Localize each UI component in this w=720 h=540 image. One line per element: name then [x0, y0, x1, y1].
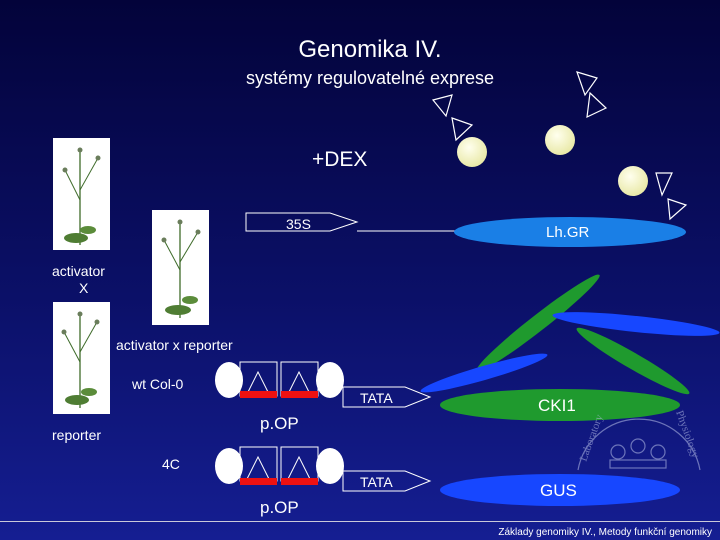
- dex-molecule: [576, 71, 608, 119]
- tata-label-1: TATA: [360, 390, 393, 406]
- blue-protein: [552, 312, 720, 336]
- plant-image-activator: [53, 138, 110, 250]
- dex-molecule: [431, 94, 474, 142]
- dex-ball: [545, 125, 575, 155]
- slide-title: Genomika IV.: [298, 36, 442, 63]
- wt-col0-label: wt Col-0: [132, 376, 184, 392]
- plant-image-reporter: [53, 302, 110, 414]
- plant-image-cross: [152, 210, 209, 325]
- dex-molecule: [655, 172, 688, 221]
- cross-label: activator x reporter: [116, 337, 233, 353]
- blue-protein: [420, 353, 548, 393]
- reporter-construct-2: [215, 446, 680, 506]
- green-protein: [576, 327, 690, 395]
- lhgr-ellipse: [454, 217, 686, 247]
- pop-label-2: p.OP: [260, 498, 299, 517]
- pop-label-1: p.OP: [260, 414, 299, 433]
- promoter-35s-label: 35S: [286, 216, 311, 232]
- slide-subtitle: systémy regulovatelné exprese: [245, 68, 495, 88]
- lab-seal-logo: Laboratory Physiology: [577, 409, 702, 471]
- reporter-label: reporter: [52, 427, 102, 443]
- reporter-construct-1: [215, 361, 680, 421]
- footer-text: Základy genomiky IV., Metody funkční gen…: [498, 527, 712, 538]
- promoter-35s-arrow: [245, 212, 359, 232]
- activator-x-label: X: [79, 280, 89, 296]
- svg-text:Physiology: Physiology: [673, 409, 701, 460]
- lhgr-label: Lh.GR: [546, 224, 590, 241]
- green-protein: [476, 274, 600, 372]
- activator-label: activator: [52, 263, 105, 279]
- gus-label: GUS: [540, 481, 577, 500]
- dex-ball: [457, 137, 487, 167]
- tata-label-2: TATA: [360, 474, 393, 490]
- dex-label: +DEX: [312, 148, 368, 171]
- line-4c-label: 4C: [162, 456, 180, 472]
- footer-divider: [0, 521, 720, 522]
- cki1-label: CKI1: [538, 396, 576, 415]
- dex-ball: [618, 166, 648, 196]
